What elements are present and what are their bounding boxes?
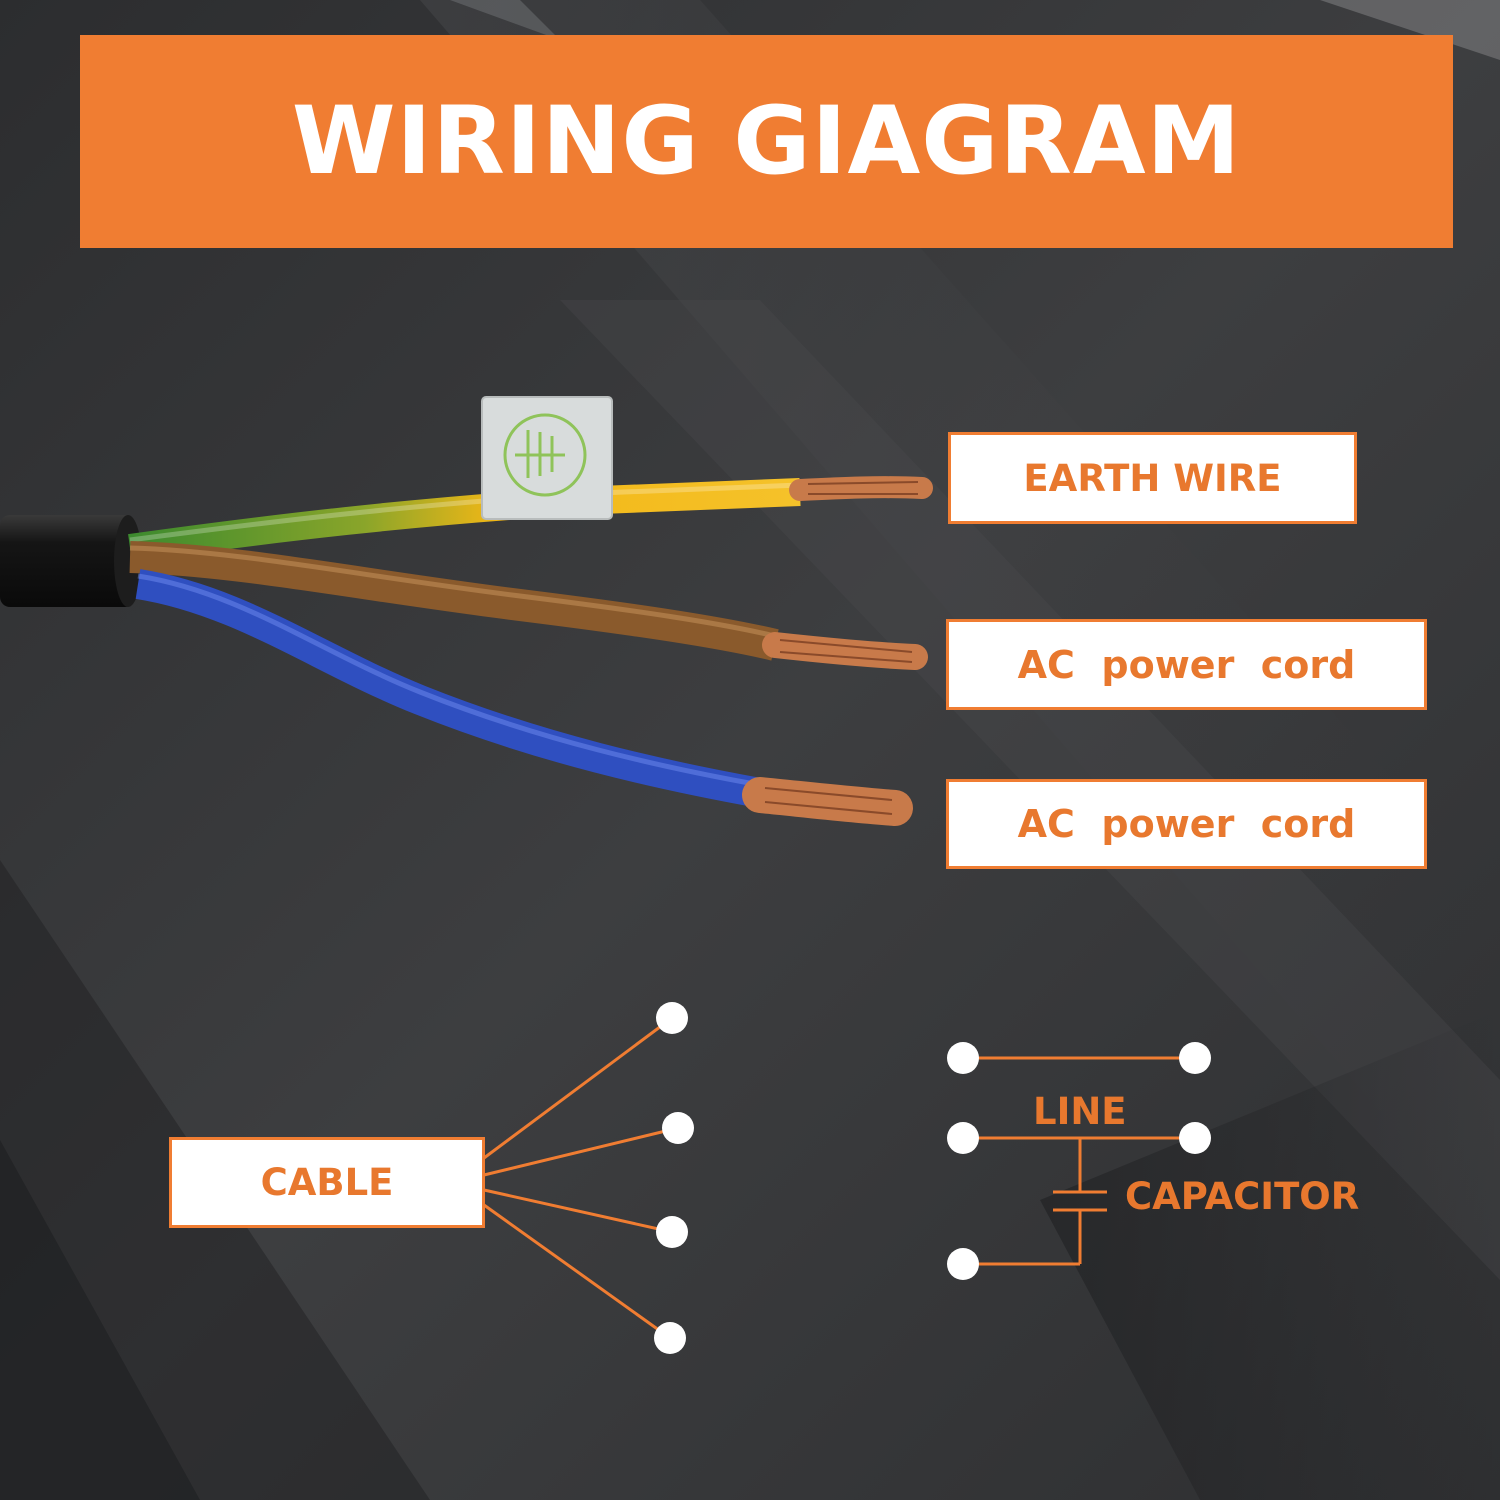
title-banner: WIRING GIAGRAM: [80, 35, 1453, 248]
terminal-dot: [947, 1248, 979, 1280]
terminal-dot: [656, 1002, 688, 1034]
terminal-dot: [1179, 1122, 1211, 1154]
neutral-wire: [135, 569, 913, 826]
terminal-dot: [654, 1322, 686, 1354]
terminal-dot: [662, 1112, 694, 1144]
earth-ground-icon: [481, 396, 613, 520]
cable-terminals: [654, 1002, 694, 1354]
cable-label-text: CABLE: [260, 1161, 394, 1204]
terminal-dot: [1179, 1042, 1211, 1074]
earth-wire-label: EARTH WIRE: [948, 432, 1357, 524]
terminal-dot: [947, 1042, 979, 1074]
terminal-dot: [947, 1122, 979, 1154]
ac-power-cord-label-2-text: AC power cord: [1017, 802, 1356, 846]
live-wire: [129, 541, 928, 670]
schematic-terminals: [947, 1042, 1211, 1280]
terminal-dot: [656, 1216, 688, 1248]
line-capacitor-schematic: [963, 1056, 1195, 1266]
ac-power-cord-label-1: AC power cord: [946, 619, 1427, 710]
capacitor-label: CAPACITOR: [1125, 1175, 1360, 1218]
cable-jacket: [0, 515, 142, 607]
ac-power-cord-label-1-text: AC power cord: [1017, 642, 1356, 687]
page-title: WIRING GIAGRAM: [291, 87, 1242, 196]
cable-label: CABLE: [169, 1137, 485, 1228]
cable-fanout: [483, 1016, 679, 1340]
earth-wire-label-text: EARTH WIRE: [1023, 456, 1282, 500]
line-label: LINE: [1033, 1090, 1127, 1133]
ac-power-cord-label-2: AC power cord: [946, 779, 1427, 869]
